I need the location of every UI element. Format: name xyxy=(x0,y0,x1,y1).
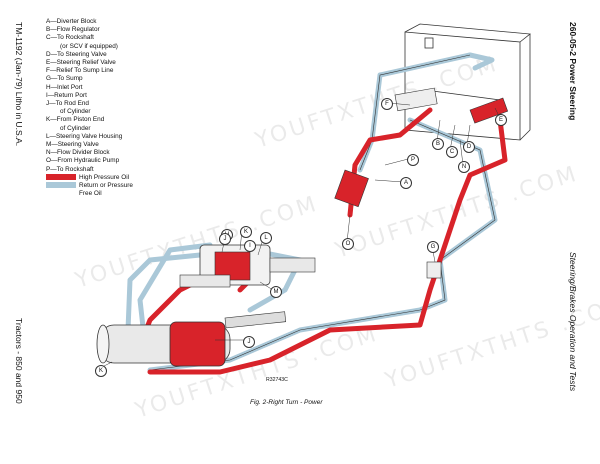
callout-j: J xyxy=(219,233,231,245)
legend-item: of Cylinder xyxy=(60,108,91,116)
legend-item: O—From Hydraulic Pump xyxy=(46,157,120,165)
callout-n: N xyxy=(458,161,470,173)
legend-item: B—Flow Regulator xyxy=(46,26,100,34)
callout-c: C xyxy=(446,146,458,158)
return-label: Return or Pressure xyxy=(79,182,133,190)
legend-return: Return or Pressure xyxy=(46,182,133,190)
callout-a: A xyxy=(400,177,412,189)
callout-l: L xyxy=(260,232,272,244)
high-pressure-swatch xyxy=(46,174,76,181)
legend-high-pressure: High Pressure Oil xyxy=(46,174,133,182)
legend-item: I—Return Port xyxy=(46,91,87,99)
steering-valve xyxy=(179,244,316,288)
high-pressure-label: High Pressure Oil xyxy=(79,173,130,181)
legend-item: J—To Rod End xyxy=(46,100,89,108)
sump-fitting xyxy=(426,261,442,279)
diverter-block xyxy=(334,169,369,208)
callout-b: B xyxy=(432,138,444,150)
legend-item: G—To Sump xyxy=(46,75,83,83)
legend-item: C—To Rockshaft xyxy=(46,34,94,42)
callout-k-lower: K xyxy=(95,365,107,377)
legend-item: L—Steering Valve Housing xyxy=(46,132,123,140)
callout-p: P xyxy=(407,154,419,166)
legend-item: M—Steering Valve xyxy=(46,141,99,149)
legend-item: K—From Piston End xyxy=(46,116,105,124)
callout-j-lower: J xyxy=(243,336,255,348)
callout-e: E xyxy=(495,114,507,126)
legend-item: of Cylinder xyxy=(60,124,91,132)
steering-cylinder xyxy=(96,311,287,367)
callout-g: G xyxy=(427,241,439,253)
figure-number: R32743C xyxy=(266,377,288,383)
legend-item: P—To Rockshaft xyxy=(46,165,94,173)
callout-d: D xyxy=(463,141,475,153)
diverter-block-housing xyxy=(404,23,532,141)
callout-m: M xyxy=(270,286,282,298)
flow-regulator xyxy=(394,87,509,124)
legend-item: E—Steering Relief Valve xyxy=(46,59,116,67)
callout-k: K xyxy=(240,226,252,238)
legend-item: A—Diverter Block xyxy=(46,18,97,25)
return-label-2: Free Oil xyxy=(79,190,102,198)
legend-item: H—Inlet Port xyxy=(46,83,83,91)
legend-item: (or SCV if equipped) xyxy=(60,42,118,50)
legend: A—Diverter Block B—Flow Regulator C—To R… xyxy=(46,18,133,198)
return-swatch xyxy=(46,182,76,189)
callout-f: F xyxy=(381,98,393,110)
legend-item: N—Flow Divider Block xyxy=(46,149,110,157)
callout-o: O xyxy=(342,238,354,250)
legend-item: D—To Steering Valve xyxy=(46,50,107,58)
figure-caption: Fig. 2-Right Turn - Power xyxy=(250,399,323,406)
callout-i: I xyxy=(244,240,256,252)
legend-item: F—Relief To Sump Line xyxy=(46,67,114,75)
